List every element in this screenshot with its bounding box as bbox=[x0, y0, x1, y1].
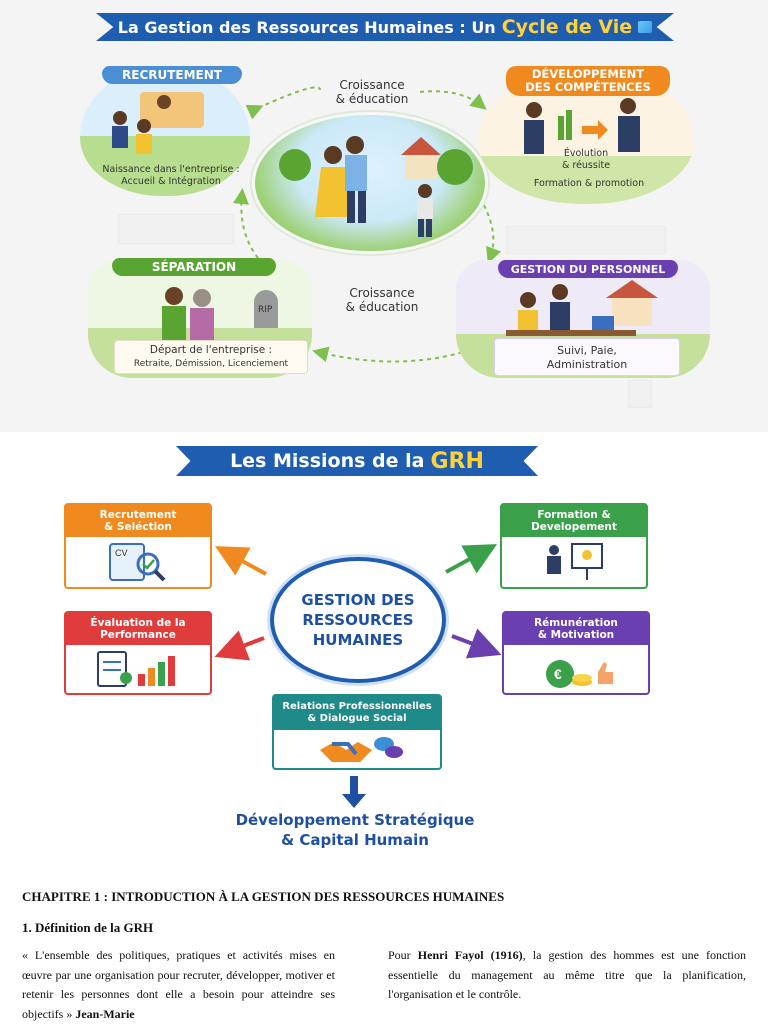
arrow-label-bottom: Croissance & éducation bbox=[345, 286, 419, 314]
missions-title-banner: Les Missions de la GRH bbox=[176, 446, 538, 476]
mission-formation-title: Formation & Developement bbox=[502, 505, 646, 537]
mission-recrutement-title: Recrutement & Seléction bbox=[66, 505, 210, 537]
right-author: Henri Fayol (1916) bbox=[417, 948, 523, 962]
mission-relations: Relations Professionnelles & Dialogue So… bbox=[272, 694, 442, 770]
performance-chart-icon bbox=[66, 645, 210, 693]
separation-title: SÉPARATION bbox=[112, 258, 276, 276]
chapter-title: CHAPITRE 1 : INTRODUCTION À LA GESTION D… bbox=[22, 889, 505, 904]
separation-caption-box bbox=[114, 340, 308, 374]
presentation-icon bbox=[502, 537, 646, 587]
svg-text:CV: CV bbox=[115, 548, 128, 558]
missions-arrows bbox=[214, 544, 502, 808]
separation-caption-main: Départ de l'entreprise : bbox=[149, 344, 273, 356]
missions-center-circle: GESTION DES RESSOURCES HUMAINES bbox=[270, 557, 446, 683]
developpement-caption: Formation & promotion bbox=[533, 178, 645, 189]
developpement-evolution: Évolution & réussite bbox=[561, 148, 611, 171]
cycle-arrows bbox=[232, 86, 502, 363]
recrutement-title: RECRUTEMENT bbox=[102, 66, 242, 84]
mission-remuneration: Rémunération & Motivation € bbox=[502, 611, 650, 695]
right-prefix: Pour bbox=[388, 948, 411, 962]
cycle-title-accent: Cycle de Vie bbox=[501, 16, 633, 38]
missions-final-label: Développement Stratégique & Capital Huma… bbox=[235, 811, 475, 849]
gestion-title: GESTION DU PERSONNEL bbox=[498, 260, 678, 278]
left-author: Jean-Marie bbox=[75, 1006, 135, 1021]
mission-evaluation-title: Évaluation de la Performance bbox=[66, 613, 210, 645]
mission-recrutement: Recrutement & Seléction CV bbox=[64, 503, 212, 589]
missions-title-accent: GRH bbox=[430, 448, 484, 474]
left-paragraph-text: « L'ensemble des politiques, pratiques e… bbox=[22, 948, 335, 1021]
arrow-label-top: Croissance & éducation bbox=[335, 78, 409, 106]
mission-remuneration-title: Rémunération & Motivation bbox=[504, 613, 648, 645]
recrutement-card bbox=[80, 66, 250, 196]
cycle-title-banner: La Gestion des Ressources Humaines : Un … bbox=[96, 13, 674, 41]
right-paragraph: Pour Henri Fayol (1916), la gestion des … bbox=[388, 946, 746, 1005]
developpement-title: DÉVELOPPEMENT DES COMPÉTENCES bbox=[506, 66, 670, 96]
section-title: 1. Définition de la GRH bbox=[22, 920, 154, 935]
family-icon bbox=[279, 136, 473, 237]
mission-relations-title: Relations Professionnelles & Dialogue So… bbox=[274, 696, 440, 730]
missions-title: Les Missions de la bbox=[230, 450, 425, 472]
faded-label-left bbox=[118, 214, 234, 244]
left-paragraph: « L'ensemble des politiques, pratiques e… bbox=[22, 946, 335, 1024]
cv-search-icon: CV bbox=[66, 537, 210, 587]
chat-bubble-icon bbox=[638, 21, 653, 33]
cycle-title: La Gestion des Ressources Humaines : Un bbox=[117, 17, 496, 37]
right-paragraph-text: , la gestion des hommes est une fonction… bbox=[388, 948, 746, 1002]
mission-formation: Formation & Developement bbox=[500, 503, 648, 589]
recrutement-caption: Naissance dans l'entreprise : Accueil & … bbox=[102, 164, 240, 187]
rip-text: RIP bbox=[258, 305, 273, 315]
handshake-icon bbox=[274, 730, 440, 768]
separation-caption-sub: Retraite, Démission, Licenciement bbox=[133, 359, 289, 369]
svg-text:€: € bbox=[554, 666, 562, 682]
mission-evaluation: Évaluation de la Performance bbox=[64, 611, 212, 695]
missions-center-label: GESTION DES RESSOURCES HUMAINES bbox=[301, 591, 415, 649]
center-family-illustration bbox=[252, 112, 488, 254]
faded-label-right bbox=[506, 226, 666, 254]
faded-mark bbox=[628, 380, 652, 408]
gestion-caption-box bbox=[494, 338, 680, 376]
gestion-caption: Suivi, Paie, Administration bbox=[546, 344, 628, 371]
money-bag-icon: € bbox=[504, 645, 648, 693]
